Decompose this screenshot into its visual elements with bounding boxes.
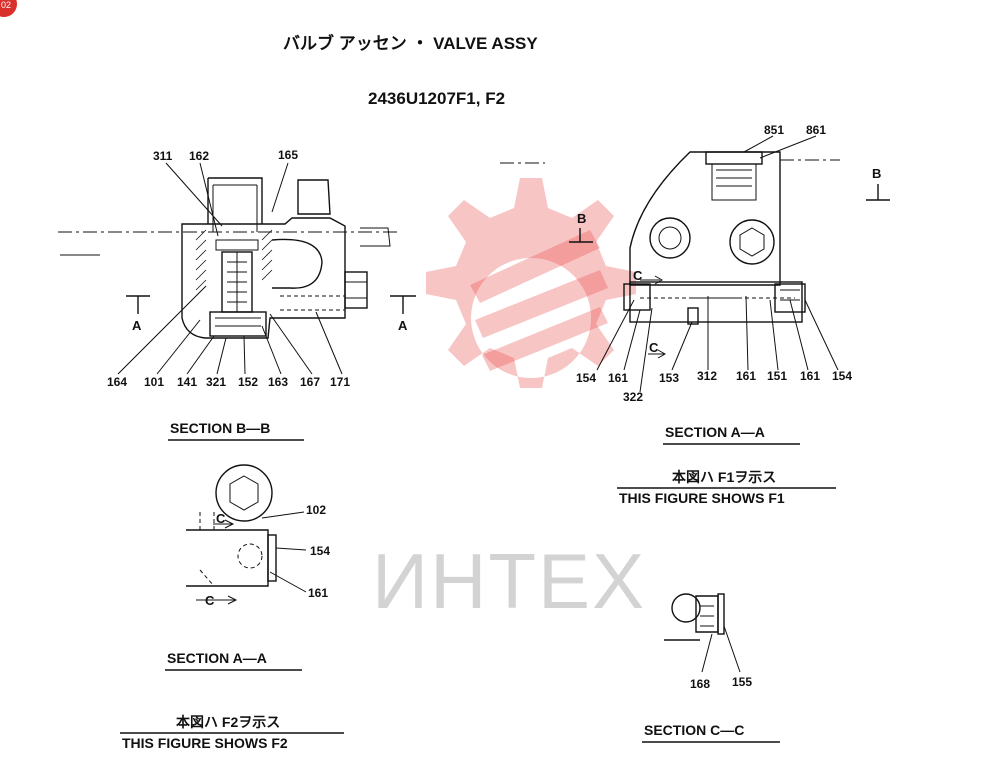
- section-cc-caption: SECTION C—C: [644, 722, 744, 738]
- section-aa-f1-caption: SECTION A—A: [665, 424, 765, 440]
- cut-mark-c-top-f2: C: [216, 511, 226, 526]
- section-aa-f1-labels: B B C C 851 861 154 161 322 153 312 161 …: [576, 123, 881, 506]
- callout-162: 162: [189, 149, 209, 163]
- cut-mark-c-bottom: C: [649, 340, 659, 355]
- callout-311: 311: [153, 149, 173, 163]
- page-title: バルブ アッセン ・ VALVE ASSY: [283, 33, 538, 53]
- part-numbers: 2436U1207F1, F2: [368, 89, 505, 108]
- callout-167: 167: [300, 375, 320, 389]
- cut-mark-a-right: A: [398, 318, 408, 333]
- section-cc-labels: 168 155 SECTION C—C: [642, 675, 780, 743]
- note-f1-en: THIS FIGURE SHOWS F1: [619, 490, 785, 506]
- callout-851: 851: [764, 123, 784, 137]
- section-bb-drawing: [58, 162, 416, 375]
- corner-badge-text: 02: [1, 0, 11, 10]
- section-aa-f2-caption: SECTION A—A: [167, 650, 267, 666]
- section-aa-f1-drawing: [500, 135, 890, 393]
- callout-151: 151: [767, 369, 787, 383]
- callout-161-f2: 161: [308, 586, 328, 600]
- callout-154-right: 154: [832, 369, 852, 383]
- watermark-gear: [426, 178, 636, 388]
- note-f2-jp: 本図ハ F2ヲ示ス: [176, 714, 280, 730]
- callout-154-left: 154: [576, 371, 596, 385]
- callout-153: 153: [659, 371, 679, 385]
- callout-141: 141: [177, 375, 197, 389]
- callout-168: 168: [690, 677, 710, 691]
- cut-mark-c-bottom-f2: C: [205, 593, 215, 608]
- callout-161-mid: 161: [736, 369, 756, 383]
- callout-165: 165: [278, 148, 298, 162]
- section-cc-drawing: [664, 593, 741, 673]
- callout-154-f2: 154: [310, 544, 330, 558]
- callout-312: 312: [697, 369, 717, 383]
- callout-163: 163: [268, 375, 288, 389]
- section-bb-labels: A A 311 162 165 164 101 141 321 152 163 …: [107, 148, 408, 441]
- cut-mark-c-top: C: [633, 268, 643, 283]
- cut-mark-b-left: B: [577, 211, 586, 226]
- cut-mark-b-right: B: [872, 166, 881, 181]
- callout-155: 155: [732, 675, 752, 689]
- callout-322: 322: [623, 390, 643, 404]
- note-f1-jp: 本図ハ F1ヲ示ス: [672, 469, 776, 485]
- callout-321: 321: [206, 375, 226, 389]
- section-bb-caption: SECTION B—B: [170, 420, 270, 436]
- callout-164: 164: [107, 375, 127, 389]
- callout-101: 101: [144, 375, 164, 389]
- callout-102: 102: [306, 503, 326, 517]
- note-f2-en: THIS FIGURE SHOWS F2: [122, 735, 288, 751]
- callout-152: 152: [238, 375, 258, 389]
- cut-mark-a-left: A: [132, 318, 142, 333]
- callout-161-left: 161: [608, 371, 628, 385]
- corner-badge: 02: [0, 0, 17, 17]
- section-aa-f2-drawing: [186, 464, 307, 605]
- section-aa-f2-labels: C C 102 154 161 SECTION A—A 本図ハ F2ヲ示ス TH…: [120, 503, 344, 751]
- callout-171: 171: [330, 375, 350, 389]
- watermark-text: ИНТЕХ: [372, 537, 646, 625]
- callout-861: 861: [806, 123, 826, 137]
- callout-161-right: 161: [800, 369, 820, 383]
